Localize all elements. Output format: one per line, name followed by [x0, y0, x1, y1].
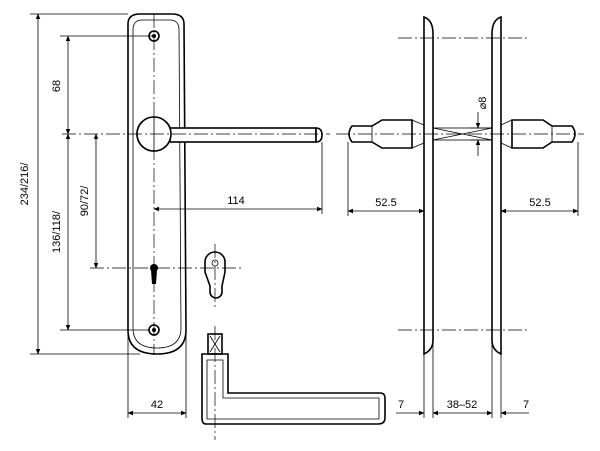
label-plate-thickness-right: 7	[523, 399, 529, 411]
bottom-lever-view	[201, 326, 386, 440]
dim-height-mid: 90/72/	[79, 133, 99, 269]
dim-spindle: ⌀8	[470, 97, 492, 156]
cylinder-profile	[204, 244, 226, 308]
label-spindle: ⌀8	[477, 97, 489, 110]
label-lever-projection-right: 52.5	[529, 197, 550, 209]
dim-height-total: 234/216/	[19, 13, 140, 355]
front-plate	[127, 13, 187, 355]
spindle	[432, 127, 493, 141]
dim-plate-width: 42	[127, 330, 187, 418]
dim-height-upper: 68	[51, 35, 154, 135]
label-lever-length: 114	[227, 195, 245, 207]
side-lever-left	[348, 119, 425, 149]
dim-height-lower: 136/118/	[51, 133, 150, 331]
dim-lever-projection-right: 52.5	[500, 142, 579, 216]
label-height-mid: 90/72/	[79, 185, 91, 217]
keyhole	[150, 264, 158, 284]
side-plate-right	[491, 15, 502, 356]
label-lever-projection-left: 52.5	[375, 197, 396, 209]
label-plate-width: 42	[151, 399, 163, 411]
side-plate-left	[423, 15, 434, 356]
side-lever-right	[500, 119, 576, 149]
dim-lever-projection-left: 52.5	[347, 142, 425, 216]
front-lever	[136, 116, 323, 152]
dim-lever-length: 114	[153, 142, 323, 214]
label-height-upper: 68	[51, 80, 63, 92]
label-height-total: 234/216/	[19, 162, 31, 206]
label-plate-thickness-left: 7	[398, 399, 404, 411]
label-door-thickness: 38–52	[447, 399, 478, 411]
label-height-lower: 136/118/	[51, 210, 63, 253]
dim-thickness: 7 38–52 7	[396, 340, 529, 418]
